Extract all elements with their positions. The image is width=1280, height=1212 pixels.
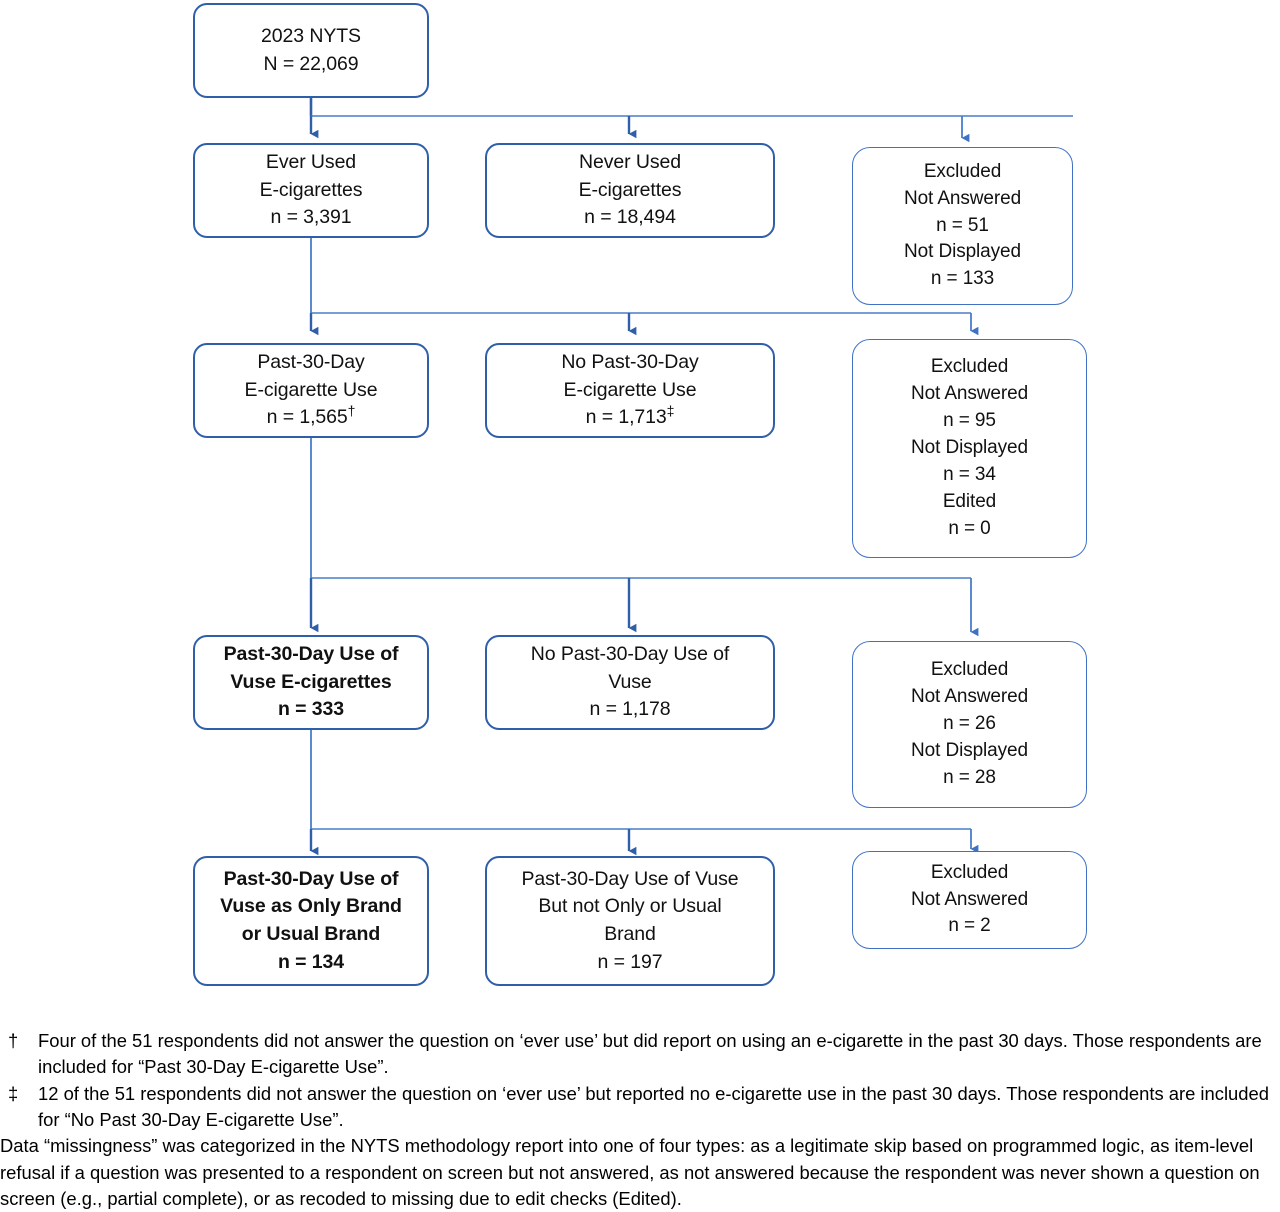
- node-line: or Usual Brand: [241, 923, 381, 945]
- node-count: n = 28: [943, 766, 996, 788]
- footnote-dagger-text: Four of the 51 respondents did not answe…: [38, 1030, 1262, 1078]
- node-ever-used-ecigarettes[interactable]: Ever Used E-cigarettes n = 3,391: [193, 143, 429, 238]
- count-value: n = 1,713: [585, 406, 667, 429]
- footnote-missingness-note: Data “missingness” was categorized in th…: [0, 1135, 1260, 1209]
- node-line: Excluded: [930, 659, 1009, 681]
- count-value: n = 1,565: [266, 406, 348, 429]
- node-excluded-row2[interactable]: Excluded Not Answered n = 51 Not Display…: [852, 147, 1073, 305]
- node-line: Past-30-Day Use of Vuse: [521, 867, 739, 890]
- node-line: Edited: [942, 490, 997, 512]
- node-past-30-day-use-of-vuse[interactable]: Past-30-Day Use of Vuse E-cigarettes n =…: [193, 635, 429, 730]
- node-count: n = 2: [948, 915, 991, 937]
- node-count: n = 51: [936, 214, 989, 236]
- footnote-double-dagger: ‡ 12 of the 51 respondents did not answe…: [0, 1081, 1280, 1134]
- node-past-30-day-ecigarette-use[interactable]: Past-30-Day E-cigarette Use n = 1,565†: [193, 343, 429, 438]
- node-never-used-ecigarettes[interactable]: Never Used E-cigarettes n = 18,494: [485, 143, 775, 238]
- node-count: n = 1,565†: [267, 404, 356, 432]
- node-count: n = 1,713‡: [586, 404, 675, 432]
- node-line: Excluded: [930, 861, 1009, 883]
- node-line: E-cigarettes: [259, 178, 363, 201]
- footnote-dagger: † Four of the 51 respondents did not ans…: [0, 1028, 1280, 1081]
- node-count: n = 333: [278, 698, 344, 721]
- node-line: But not Only or Usual: [538, 895, 722, 918]
- node-line: Not Answered: [903, 187, 1022, 209]
- node-line: Vuse as Only Brand: [220, 895, 402, 918]
- node-count: N = 22,069: [263, 52, 359, 75]
- node-line: Not Displayed: [911, 437, 1028, 459]
- node-line: Past-30-Day Use of: [223, 642, 399, 665]
- node-line: E-cigarettes: [578, 178, 682, 201]
- footnote-marker-dagger: †: [347, 402, 356, 419]
- node-count: n = 18,494: [584, 206, 676, 229]
- node-vuse-only-or-usual-brand[interactable]: Past-30-Day Use of Vuse as Only Brand or…: [193, 856, 429, 986]
- connector-root-to-row2: [309, 97, 1073, 143]
- node-line: No Past-30-Day Use of: [530, 642, 730, 665]
- node-no-past-30-day-ecigarette-use[interactable]: No Past-30-Day E-cigarette Use n = 1,713…: [485, 343, 775, 438]
- node-vuse-not-only-or-usual-brand[interactable]: Past-30-Day Use of Vuse But not Only or …: [485, 856, 775, 986]
- node-line: Excluded: [930, 356, 1009, 378]
- node-no-past-30-day-use-of-vuse[interactable]: No Past-30-Day Use of Vuse n = 1,178: [485, 635, 775, 730]
- node-line: Never Used: [579, 150, 681, 173]
- node-excluded-row4[interactable]: Excluded Not Answered n = 26 Not Display…: [852, 641, 1087, 808]
- node-line: Past-30-Day Use of: [223, 867, 399, 890]
- node-line: E-cigarette Use: [244, 378, 378, 401]
- footnote-double-dagger-text: 12 of the 51 respondents did not answer …: [38, 1082, 1269, 1130]
- footnote-marker-double-dagger: ‡: [666, 402, 675, 419]
- node-line: Past-30-Day: [257, 350, 365, 373]
- node-count: n = 34: [943, 463, 996, 485]
- node-excluded-row3[interactable]: Excluded Not Answered n = 95 Not Display…: [852, 339, 1087, 558]
- node-line: Not Answered: [910, 686, 1029, 708]
- node-count: n = 95: [943, 410, 996, 432]
- node-line: Brand: [604, 923, 656, 945]
- node-line: Not Displayed: [904, 241, 1021, 263]
- node-2023-nyts[interactable]: 2023 NYTS N = 22,069: [193, 3, 429, 98]
- node-count: n = 3,391: [270, 206, 352, 229]
- footnote-dagger-symbol: †: [8, 1030, 19, 1051]
- node-line: Vuse E-cigarettes: [230, 670, 392, 693]
- node-excluded-row5[interactable]: Excluded Not Answered n = 2: [852, 851, 1087, 949]
- node-line: Not Displayed: [911, 739, 1028, 761]
- node-count: n = 0: [948, 517, 991, 539]
- node-line: Ever Used: [265, 150, 357, 173]
- node-count: n = 197: [597, 950, 663, 973]
- node-line: No Past-30-Day: [561, 350, 699, 373]
- node-line: Vuse: [608, 670, 652, 693]
- flow-diagram: 2023 NYTS N = 22,069 Ever Used E-cigaret…: [193, 3, 1087, 986]
- node-count: n = 26: [943, 713, 996, 735]
- node-count: n = 1,178: [589, 698, 671, 721]
- node-count: n = 134: [278, 950, 344, 973]
- node-count: n = 133: [930, 268, 995, 290]
- footnote-double-dagger-symbol: ‡: [8, 1082, 19, 1104]
- footnotes: † Four of the 51 respondents did not ans…: [0, 1028, 1280, 1212]
- node-line: Not Answered: [910, 383, 1029, 405]
- node-line: E-cigarette Use: [563, 378, 697, 401]
- node-line: 2023 NYTS: [261, 24, 361, 47]
- node-line: Excluded: [923, 160, 1002, 182]
- node-line: Not Answered: [910, 888, 1029, 910]
